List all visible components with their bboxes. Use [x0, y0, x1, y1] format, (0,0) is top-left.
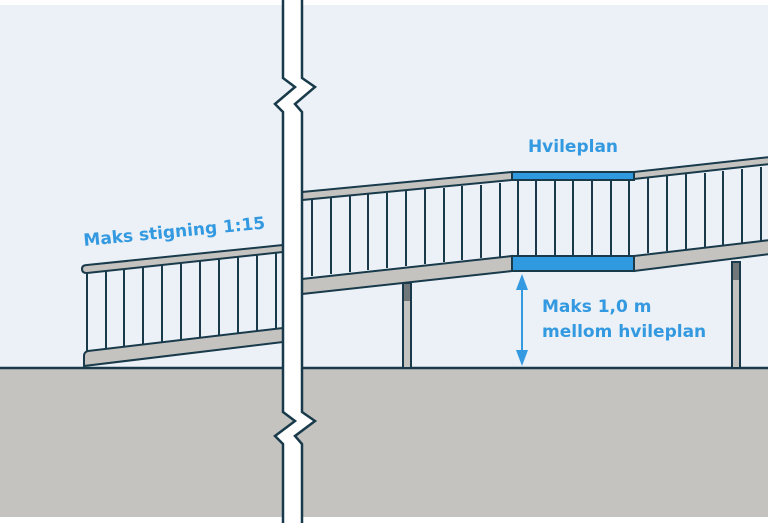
landing-platform [511, 255, 635, 272]
landing-label: Hvileplan [528, 137, 618, 157]
height-label-line1: Maks 1,0 m [542, 297, 651, 317]
lower-beam [83, 326, 284, 368]
break-line [273, 0, 318, 523]
upper-ramp [301, 156, 768, 369]
lower-handrail [80, 243, 284, 275]
landing [511, 171, 635, 272]
height-label-line2: mellom hvileplan [542, 322, 706, 342]
landing-top-rail [511, 171, 635, 181]
support-post [731, 261, 741, 369]
height-dimension-arrow [516, 274, 528, 366]
support-post [402, 282, 412, 369]
lower-ramp [80, 243, 284, 368]
ground [0, 368, 768, 517]
